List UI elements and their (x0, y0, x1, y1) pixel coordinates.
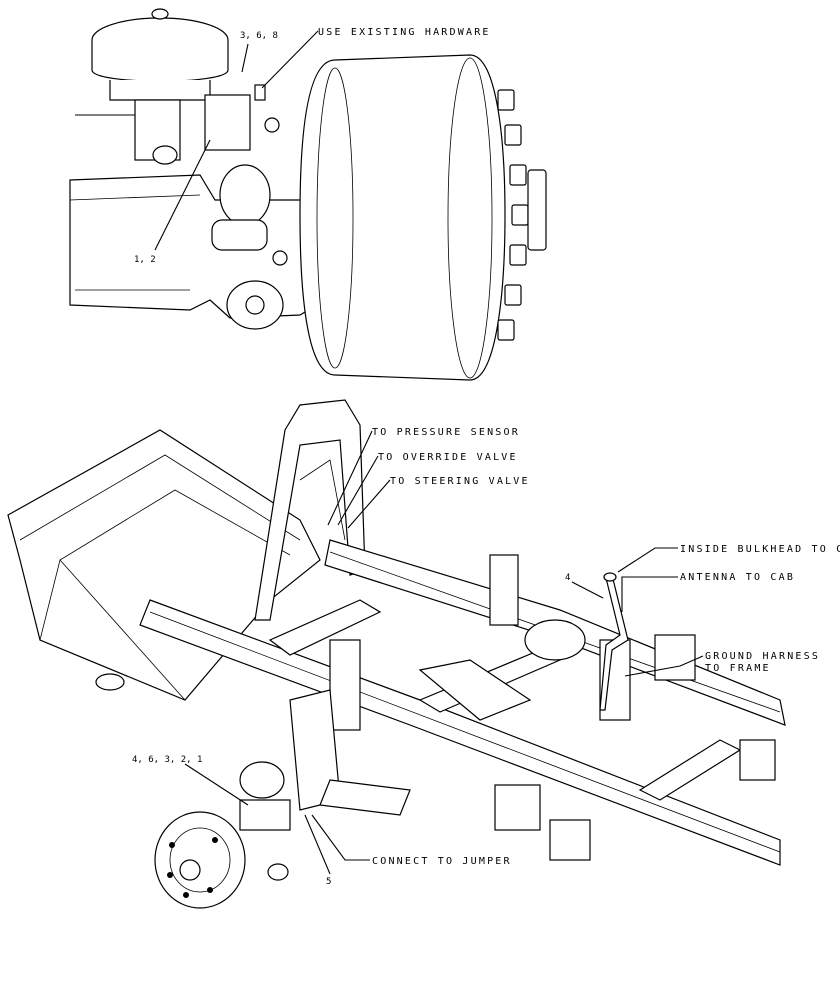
antenna-ref-label: 4 (565, 573, 570, 583)
to-steering-valve-label: TO STEERING VALVE (390, 476, 530, 487)
chassis-callouts: TO PRESSURE SENSOR TO OVERRIDE VALVE TO … (132, 427, 840, 887)
frame-post-b (489, 554, 519, 626)
frame-bracket-a (494, 784, 541, 831)
wheel-hub-drum (299, 54, 506, 381)
top-callouts: 3, 6, 8 USE EXISTING HARDWARE 1, 2 (134, 27, 491, 265)
ground-harness-label: GROUND HARNESS (705, 651, 820, 662)
cross-member-a (268, 599, 382, 656)
cross-member-c (638, 739, 742, 801)
inside-bulkhead-label: INSIDE BULKHEAD TO CAB (680, 544, 840, 555)
hardware-ref-label: 3, 6, 8 (240, 31, 278, 41)
frame-post-d (654, 634, 696, 681)
to-override-valve-label: TO OVERRIDE VALVE (378, 452, 518, 463)
frame-post-a (329, 639, 361, 731)
antenna-mast (599, 574, 629, 711)
frame-bracket-b (549, 819, 591, 861)
chassis-frame (7, 399, 786, 909)
centre-axle (524, 619, 586, 661)
ground-harness-label-2: TO FRAME (705, 663, 771, 674)
axle-end-detail (69, 8, 547, 381)
frame-post-e (739, 739, 776, 781)
use-existing-hardware-label: USE EXISTING HARDWARE (318, 27, 491, 38)
bracket-block (204, 94, 251, 151)
rops-frame (254, 399, 366, 621)
front-wheel-hub (154, 811, 246, 909)
antenna-to-cab-label: ANTENNA TO CAB (680, 572, 795, 583)
axle-housing (69, 174, 326, 319)
to-pressure-sensor-label: TO PRESSURE SENSOR (372, 427, 520, 438)
jumper-ref-label: 5 (326, 877, 331, 887)
bracket-ref-label: 1, 2 (134, 255, 156, 265)
connect-to-jumper-label: CONNECT TO JUMPER (372, 856, 512, 867)
hub-lug-nuts (497, 89, 547, 341)
axle-ref-label: 4, 6, 3, 2, 1 (132, 755, 202, 765)
front-brake-chamber (239, 761, 285, 799)
